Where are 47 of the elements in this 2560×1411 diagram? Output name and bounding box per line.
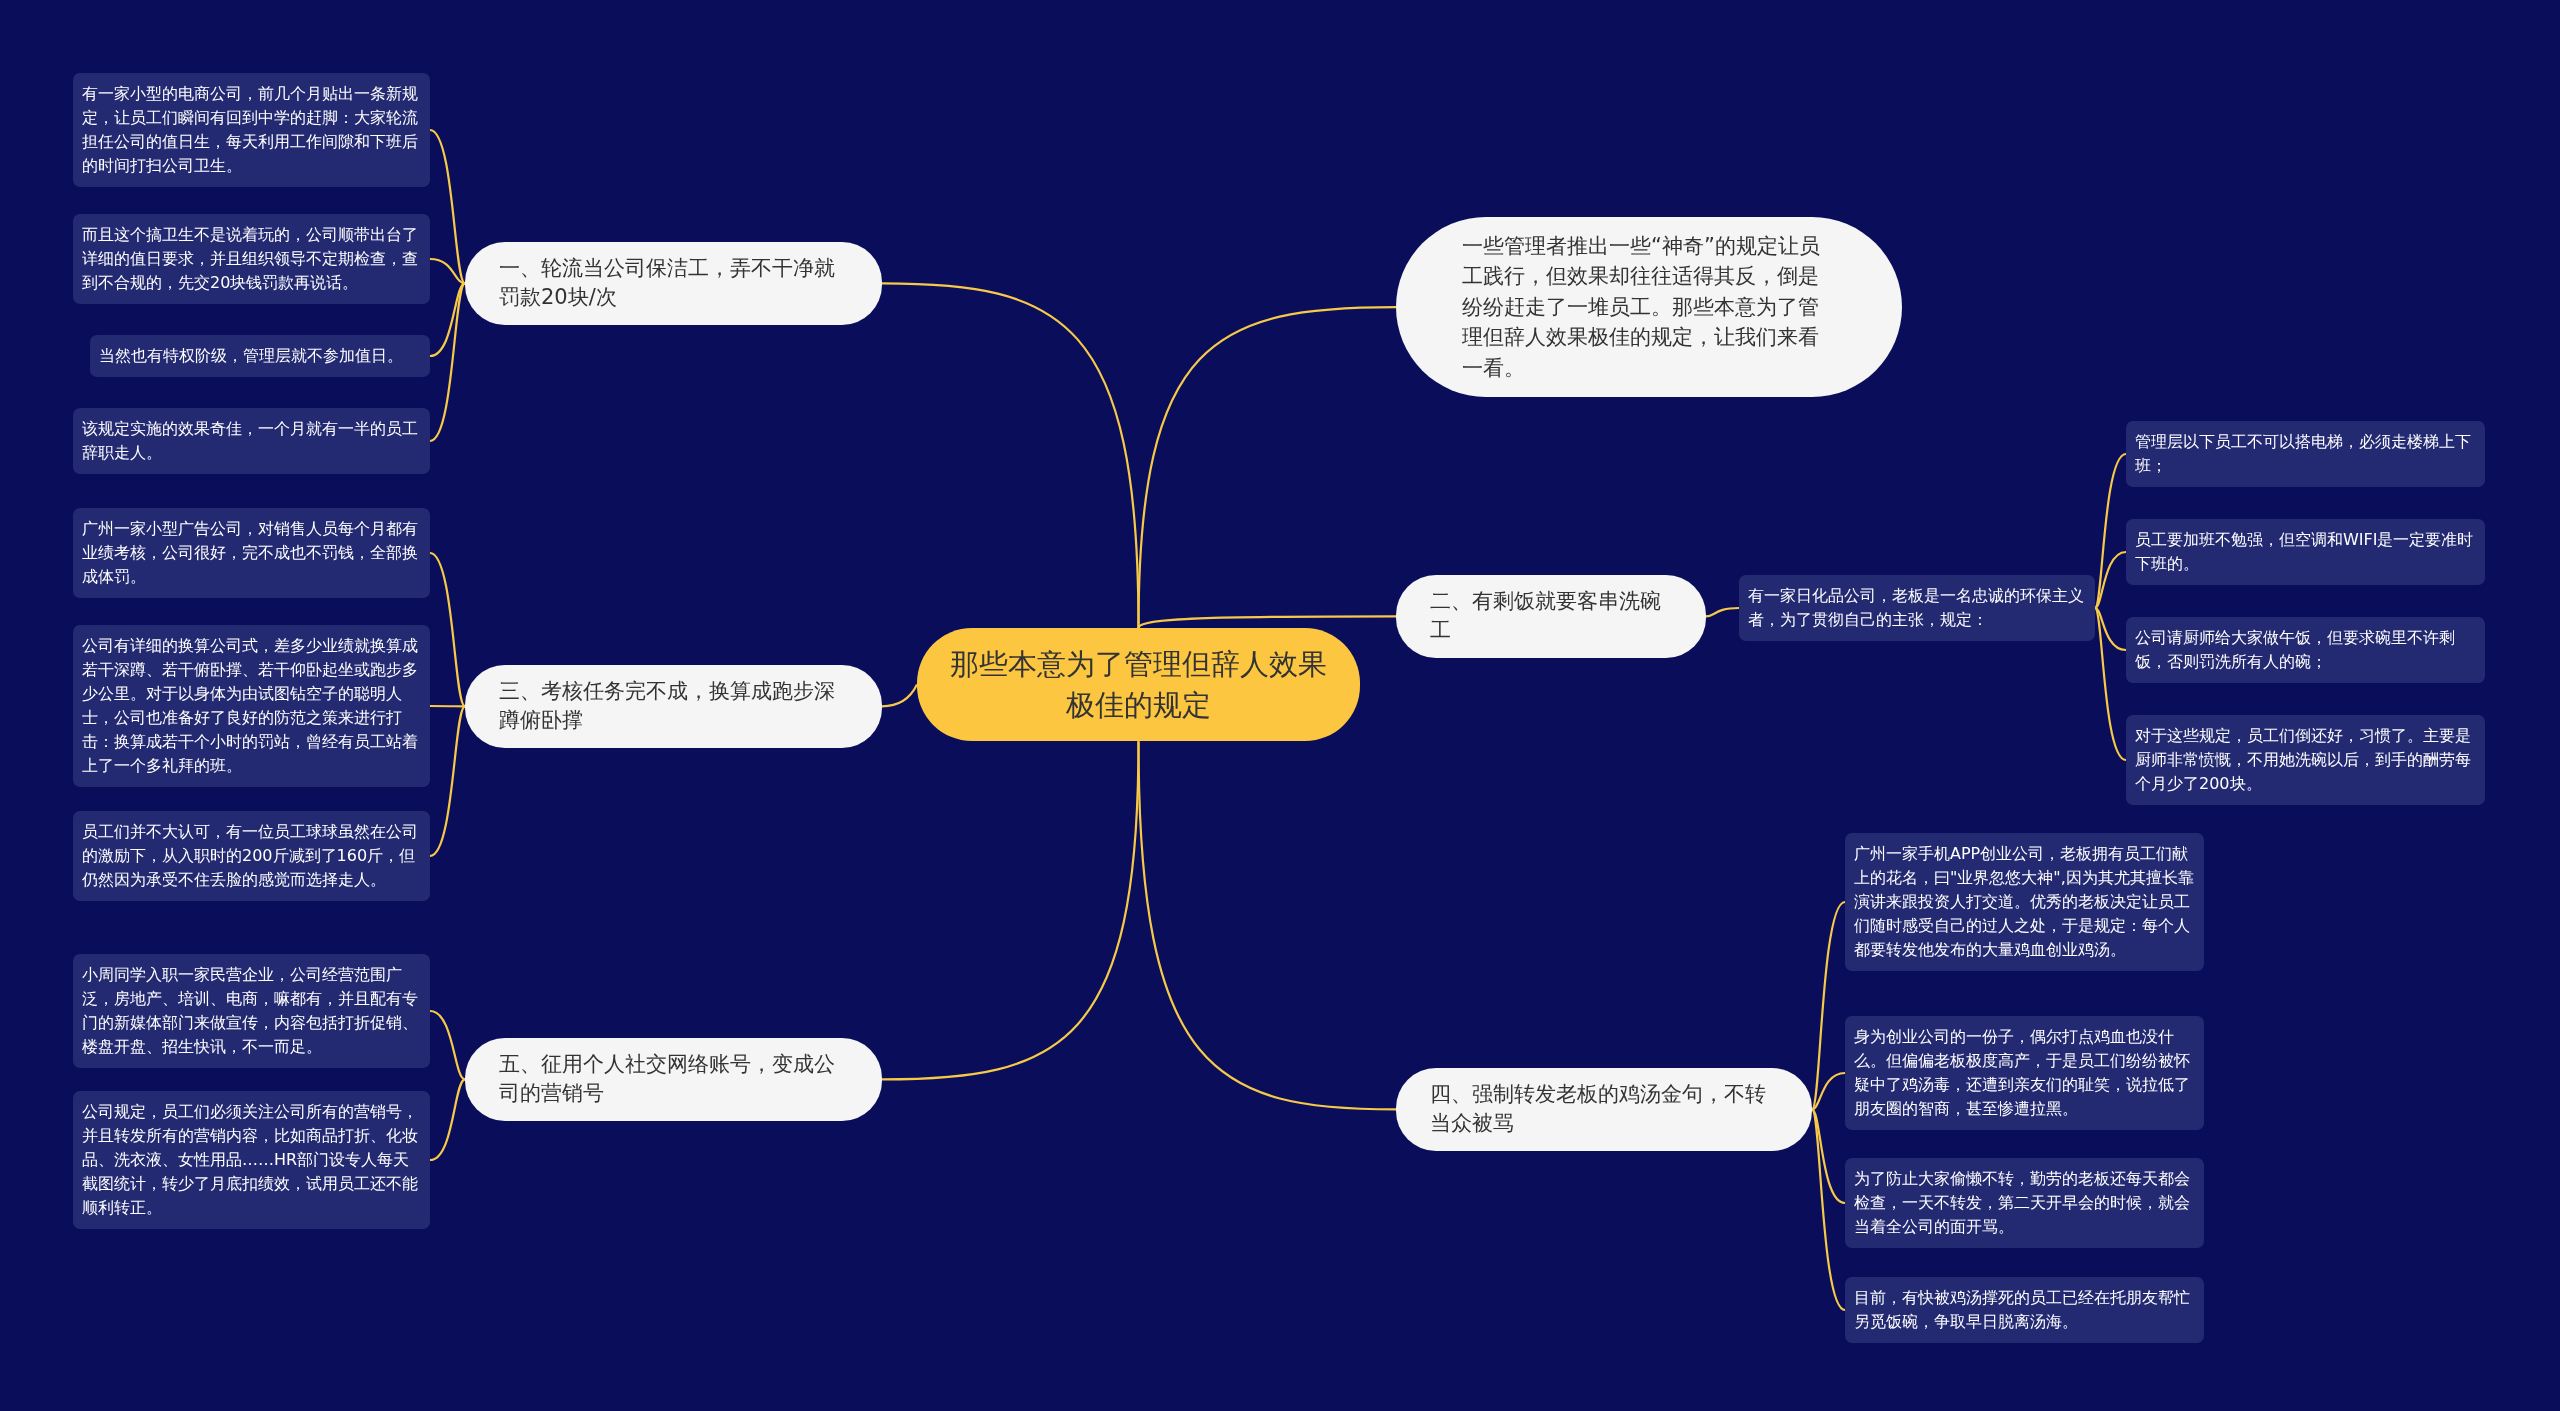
- connector-line: [1811, 1108, 1846, 1311]
- connector-line: [1811, 1108, 1846, 1205]
- connector-line: [2094, 453, 2127, 609]
- note-card: 当然也有特权阶级，管理层就不参加值日。: [90, 335, 430, 377]
- topic-pill: 一、轮流当公司保洁工，弄不干净就罚款20块/次: [465, 242, 882, 325]
- note-card: 小周同学入职一家民营企业，公司经营范围广泛，房地产、培训、电商，嘛都有，并且配有专门的新媒体部门来做宣传，内容包括打折促销、楼盘开盘、招生快讯，不一而足。: [73, 954, 430, 1068]
- topic-pill: 四、强制转发老板的鸡汤金句，不转当众被骂: [1396, 1068, 1812, 1151]
- connector-line: [430, 704, 465, 708]
- connector-line: [2094, 607, 2127, 652]
- topic-pill: 三、考核任务完不成，换算成跑步深蹲俯卧撑: [465, 665, 882, 748]
- note-card: 对于这些规定，员工们倒还好，习惯了。主要是厨师非常愤慨，不用她洗碗以后，到手的酬劳每个月少了200块。: [2126, 715, 2485, 805]
- note-card: 为了防止大家偷懒不转，勤劳的老板还每天都会检查，一天不转发，第二天开早会的时候，就会当着全公司的面开骂。: [1845, 1158, 2204, 1248]
- note-card: 有一家小型的电商公司，前几个月贴出一条新规定，让员工们瞬间有回到中学的赶脚：大家轮流担任公司的值日生，每天利用工作间隙和下班后的时间打扫公司卫生。: [73, 73, 430, 187]
- connector-line: [2094, 607, 2127, 761]
- note-card: 该规定实施的效果奇佳，一个月就有一半的员工辞职走人。: [73, 408, 430, 474]
- connector-line: [1811, 1071, 1846, 1111]
- note-card: 身为创业公司的一份子，偶尔打点鸡血也没什么。但偏偏老板极度高产，于是员工们纷纷被怀疑中了鸡汤毒，还遭到亲友们的耻笑，说拉低了朋友圈的智商，甚至惨遭拉黑。: [1845, 1016, 2204, 1130]
- connector-line: [429, 129, 466, 285]
- connector-line: [2094, 550, 2127, 609]
- note-card: 目前，有快被鸡汤撑死的员工已经在托朋友帮忙另觅饭碗，争取早日脱离汤海。: [1845, 1277, 2204, 1343]
- connector-line: [429, 282, 466, 442]
- note-card: 广州一家小型广告公司，对销售人员每个月都有业绩考核，公司很好，完不成也不罚钱，全部换成体罚。: [73, 508, 430, 598]
- note-card: 员工们并不大认可，有一位员工球球虽然在公司的激励下，从入职时的200斤减到了160斤，但仍然因为承受不住丢脸的感觉而选择走人。: [73, 811, 430, 901]
- note-card: 广州一家手机APP创业公司，老板拥有员工们献上的花名，曰"业界忽悠大神",因为其尤其擅长靠演讲来跟投资人打交道。优秀的老板决定让员工们随时感受自己的过人之处，于是规定：每个人都要转发他发布的大量鸡血创业鸡汤。: [1845, 833, 2204, 971]
- note-card: 公司请厨师给大家做午饭，但要求碗里不许剩饭，否则罚洗所有人的碗；: [2126, 617, 2485, 683]
- topic-pill: 五、征用个人社交网络账号，变成公司的营销号: [465, 1038, 882, 1121]
- note-card: 管理层以下员工不可以搭电梯，必须走楼梯上下班；: [2126, 421, 2485, 487]
- connector-line: [1811, 901, 1846, 1110]
- topic-pill: 二、有剩饭就要客串洗碗工: [1396, 575, 1706, 658]
- note-card: 公司规定，员工们必须关注公司所有的营销号，并且转发所有的营销内容，比如商品打折、化妆品、洗衣液、女性用品……HR部门设专人每天截图统计，转少了月底扣绩效，试用员工还不能顺利转正。: [73, 1091, 430, 1229]
- note-card: 而且这个搞卫生不是说着玩的，公司顺带出台了详细的值日要求，并且组织领导不定期检查，查到不合规的，先交20块钱罚款再说话。: [73, 214, 430, 304]
- connector-line: [429, 552, 466, 708]
- intro-bubble: 一些管理者推出一些“神奇”的规定让员工践行，但效果却往往适得其反，倒是纷纷赶走了一堆员工。那些本意为了管理但辞人效果极佳的规定，让我们来看一看。: [1396, 217, 1902, 398]
- connector-line: [881, 741, 1140, 1081]
- connector-line: [1705, 606, 1740, 618]
- note-card: 有一家日化品公司，老板是一名忠诚的环保主义者，为了贯彻自己的主张，规定：: [1739, 575, 2095, 641]
- connector-line: [1137, 615, 1396, 629]
- connector-line: [429, 1078, 466, 1162]
- connector-line: [429, 705, 466, 857]
- central-topic: 那些本意为了管理但辞人效果极佳的规定: [917, 628, 1360, 742]
- connector-line: [429, 257, 466, 285]
- connector-line: [881, 684, 918, 708]
- note-card: 公司有详细的换算公司式，差多少业绩就换算成若干深蹲、若干俯卧撑、若干仰卧起坐或跑步多少公里。对于以身体为由试图钻空子的聪明人士，公司也准备好了良好的防范之策来进行打击：换算成若干个小时的罚站，曾经有员工站着上了一个多礼拜的班。: [73, 625, 430, 787]
- note-card: 员工要加班不勉强，但空调和WIFI是一定要准时下班的。: [2126, 519, 2485, 585]
- connector-line: [429, 1009, 466, 1081]
- connector-line: [881, 282, 1140, 629]
- connector-line: [429, 282, 466, 358]
